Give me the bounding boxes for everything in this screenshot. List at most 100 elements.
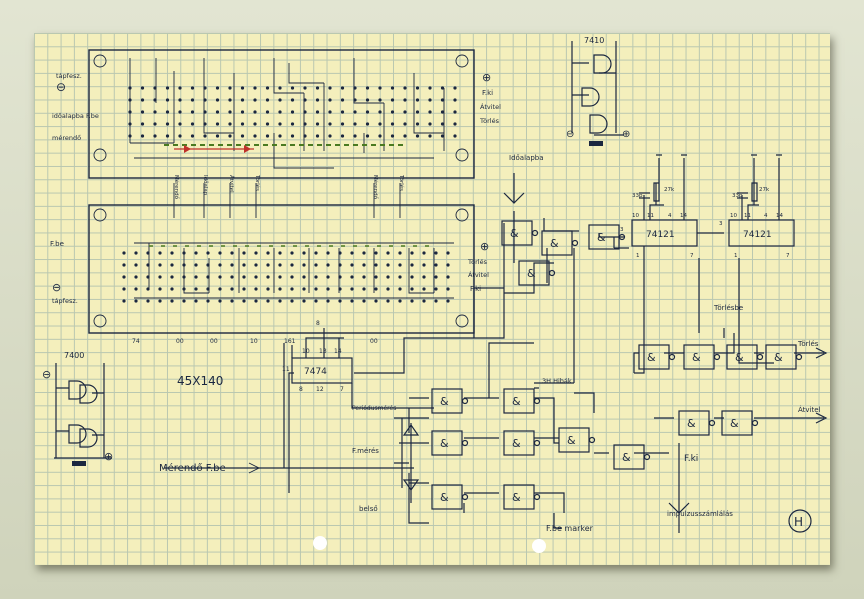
solder-pad xyxy=(365,122,370,126)
board-number-4: 10 xyxy=(250,338,258,345)
solder-pad xyxy=(153,86,157,90)
solder-pad xyxy=(122,299,126,303)
solder-pad xyxy=(140,110,145,114)
solder-pad xyxy=(266,275,270,279)
ic-74121-b-pin-7: 7 xyxy=(786,253,790,259)
ic-74121-b-pin-1: 10 xyxy=(730,213,737,219)
top-right-label-3: Törlés xyxy=(479,117,500,125)
solder-pad xyxy=(165,110,170,114)
plus-symbol-4: ⊕ xyxy=(104,450,113,463)
nand-gate: & xyxy=(726,344,764,370)
solder-pad xyxy=(353,134,357,138)
solder-pad xyxy=(398,275,402,279)
solder-pad xyxy=(228,134,232,138)
nand-gate-symbol: & xyxy=(567,434,576,447)
solder-pad xyxy=(230,287,234,291)
solder-pad xyxy=(134,275,138,279)
bottom-right-label-3: F.ki xyxy=(470,285,481,293)
solder-pad xyxy=(410,287,414,291)
solder-pad xyxy=(428,122,432,126)
nand-gate-symbol: & xyxy=(527,267,536,280)
solder-pad xyxy=(374,299,378,303)
solder-pad xyxy=(194,263,198,267)
solder-pad xyxy=(434,251,438,255)
nand-gate: & xyxy=(503,388,541,414)
solder-pad xyxy=(215,134,220,138)
ic-7410-notch xyxy=(589,141,603,146)
label-f-meres: F.mérés xyxy=(352,447,379,455)
solder-pad xyxy=(290,86,295,90)
solder-pad xyxy=(290,299,294,303)
solder-pad xyxy=(302,299,306,303)
monogram-letter: H xyxy=(794,515,803,529)
solder-pad xyxy=(218,287,222,291)
top-left-label-1: tápfesz. xyxy=(56,72,82,80)
nand-gate-symbol: & xyxy=(692,351,701,364)
solder-pad xyxy=(340,86,345,90)
solder-pad xyxy=(303,110,307,114)
solder-pad xyxy=(428,134,432,138)
solder-pad xyxy=(290,275,294,279)
solder-pad xyxy=(374,251,378,255)
solder-pad xyxy=(374,287,378,291)
bottom-board-numbers: 74 00 00 10 161 00 xyxy=(132,338,378,345)
nand-gate: & xyxy=(721,410,759,436)
solder-pad xyxy=(403,98,407,102)
solder-pad xyxy=(315,110,320,114)
solder-pad xyxy=(153,134,157,138)
board-number-2: 00 xyxy=(176,338,184,345)
solder-pad xyxy=(278,287,282,291)
top-bottom-label-6: Törlés xyxy=(398,174,405,191)
monogram: H xyxy=(788,509,812,533)
solder-pad xyxy=(378,86,382,90)
solder-pad xyxy=(446,263,450,267)
solder-pad xyxy=(386,299,390,303)
solder-pad xyxy=(165,86,170,90)
solder-pad xyxy=(440,98,445,102)
ic-7400-notch xyxy=(72,461,86,466)
solder-pad xyxy=(290,263,294,267)
nand-gate: & xyxy=(431,484,469,510)
solder-pad xyxy=(410,275,414,279)
solder-pad xyxy=(328,122,332,126)
board-number-1: 74 xyxy=(132,338,140,345)
paper-hole-2 xyxy=(532,539,546,553)
solder-pad xyxy=(340,134,345,138)
nand-gate-symbol: & xyxy=(440,491,449,504)
top-bottom-label-5: Mérendő xyxy=(372,175,379,200)
solder-pad xyxy=(365,98,370,102)
solder-pad xyxy=(422,299,426,303)
solder-pad xyxy=(278,122,282,126)
plus-symbol-3: ⊕ xyxy=(622,129,630,140)
top-board-bottom-labels: Mérendő Időalap Átvitel Törlés Mérendő T… xyxy=(173,174,405,200)
solder-pad xyxy=(230,299,234,303)
solder-pad xyxy=(386,263,390,267)
solder-pad xyxy=(206,251,210,255)
solder-pad xyxy=(170,287,174,291)
solder-pad xyxy=(266,287,270,291)
board-number-6: 00 xyxy=(370,338,378,345)
solder-pad xyxy=(254,251,258,255)
solder-pad xyxy=(290,287,294,291)
solder-pad xyxy=(218,263,222,267)
solder-pad xyxy=(290,251,294,255)
solder-pad xyxy=(398,287,402,291)
solder-pad xyxy=(314,299,318,303)
board-number-5: 161 xyxy=(284,338,296,345)
graph-paper-sheet: tápfesz. ⊖ időalapba F.be mérendő ⊕ F.ki… xyxy=(34,33,830,565)
nand-gate: & xyxy=(638,344,676,370)
solder-pad xyxy=(415,110,420,114)
solder-pad xyxy=(303,86,307,90)
top-right-label-1: F.ki xyxy=(482,89,493,97)
solder-pad xyxy=(446,299,450,303)
top-board xyxy=(88,49,475,179)
solder-pad xyxy=(228,98,232,102)
solder-pad xyxy=(328,110,332,114)
solder-pad xyxy=(386,275,390,279)
ic-7400-label: 7400 xyxy=(64,351,84,360)
solder-pad xyxy=(122,275,126,279)
solder-pad xyxy=(146,287,150,291)
solder-pad xyxy=(146,263,150,267)
nand-gates: &&&&&&&&&&&&&&&&&& xyxy=(431,220,803,510)
solder-pad xyxy=(362,251,366,255)
